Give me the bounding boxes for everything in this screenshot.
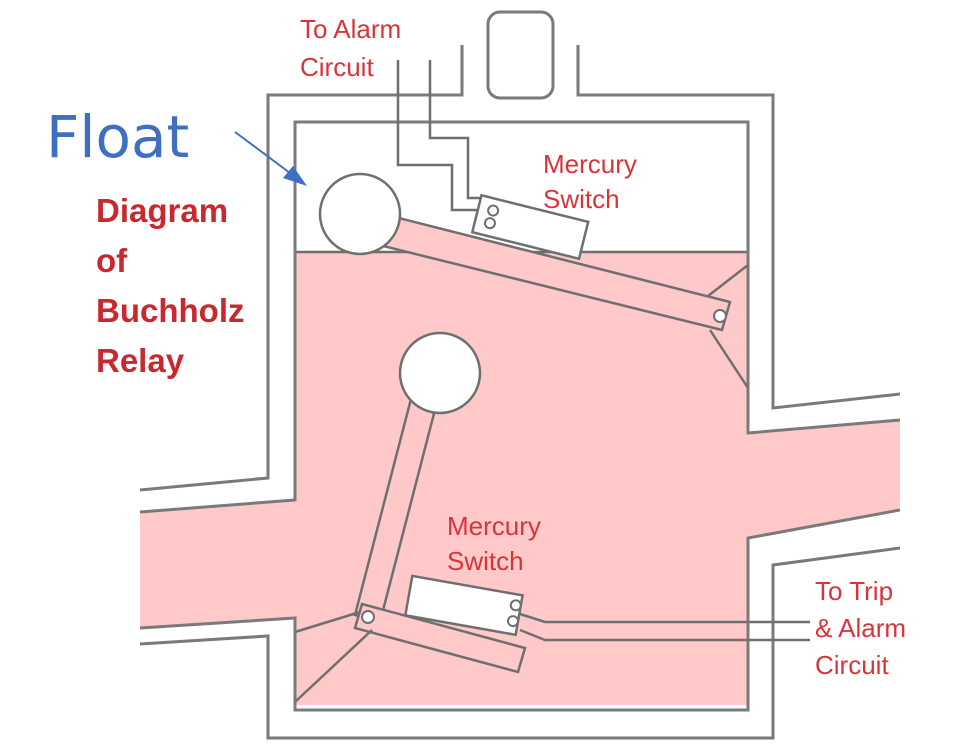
title-line-1: Diagram — [96, 192, 228, 229]
lower-switch-label-line-1: Mercury — [447, 511, 541, 541]
title-line-4: Relay — [96, 342, 185, 379]
lower-float — [398, 331, 482, 415]
outer-casing-bottom — [139, 546, 901, 740]
title-line-3: Buchholz — [96, 292, 244, 329]
trip-label-line-1: To Trip — [815, 576, 893, 606]
upper-switch-label-line-1: Mercury — [543, 149, 637, 179]
float-pointer-line — [234, 131, 295, 177]
top-vent-cap — [486, 10, 555, 100]
lower-mercury-switch — [403, 574, 525, 637]
trip-wire-2 — [519, 628, 810, 642]
lower-float-arm-horizontal — [353, 602, 527, 674]
upper-mercury-switch — [470, 193, 590, 261]
oil-body — [140, 252, 900, 705]
inner-casing — [139, 120, 901, 514]
lower-switch-label-line-2: Switch — [447, 546, 524, 576]
top-alarm-label-line-2: Circuit — [300, 52, 374, 82]
lower-pivot-bracket — [294, 610, 373, 703]
float-pointer-arrowhead — [283, 166, 307, 186]
upper-switch-label-line-2: Switch — [543, 184, 620, 214]
upper-arm-pivot — [713, 309, 727, 323]
trip-label-line-3: Circuit — [815, 650, 889, 680]
float-label: Float — [46, 103, 189, 171]
alarm-wire-2 — [428, 60, 486, 200]
upper-pivot-bracket — [707, 264, 750, 389]
trip-wire-1 — [519, 612, 810, 624]
alarm-wire-1 — [396, 60, 482, 212]
outer-casing — [139, 45, 901, 492]
title-line-2: of — [96, 242, 128, 279]
inner-casing-bottom — [139, 508, 901, 712]
top-alarm-label-line-1: To Alarm — [300, 14, 401, 44]
upper-float — [318, 172, 402, 256]
trip-label-line-2: & Alarm — [815, 613, 906, 643]
lower-arm-pivot — [361, 610, 375, 624]
